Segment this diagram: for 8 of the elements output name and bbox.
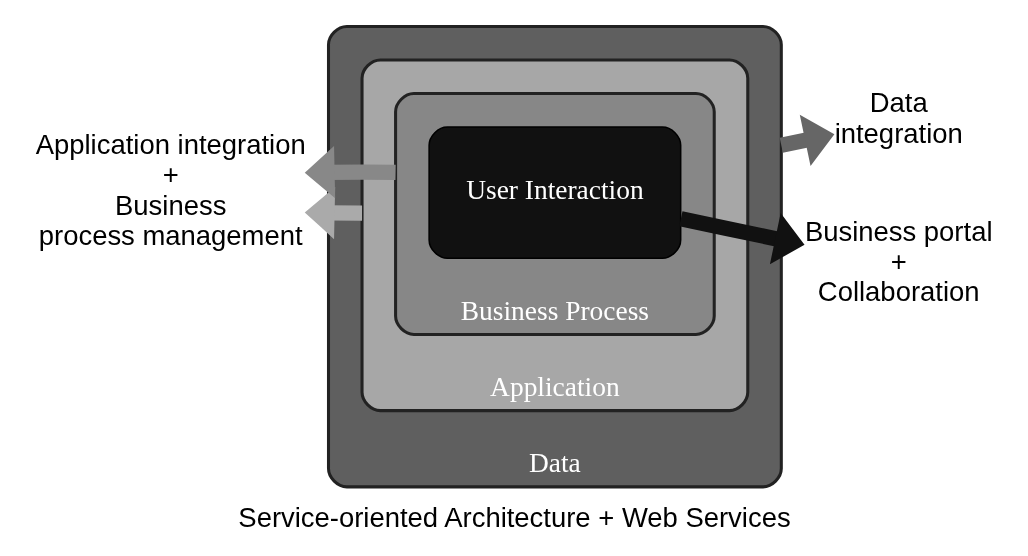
node-text: Business portal + Collaboration <box>804 215 992 308</box>
node-text: Data integration <box>834 87 963 149</box>
node-text: Application integration + Business process management <box>35 128 306 252</box>
node-box: User Interaction <box>427 126 681 259</box>
arrow <box>304 146 396 199</box>
arrow <box>678 211 805 265</box>
caption: Service-oriented Architecture + Web Services <box>237 502 791 534</box>
arrow <box>779 114 834 166</box>
